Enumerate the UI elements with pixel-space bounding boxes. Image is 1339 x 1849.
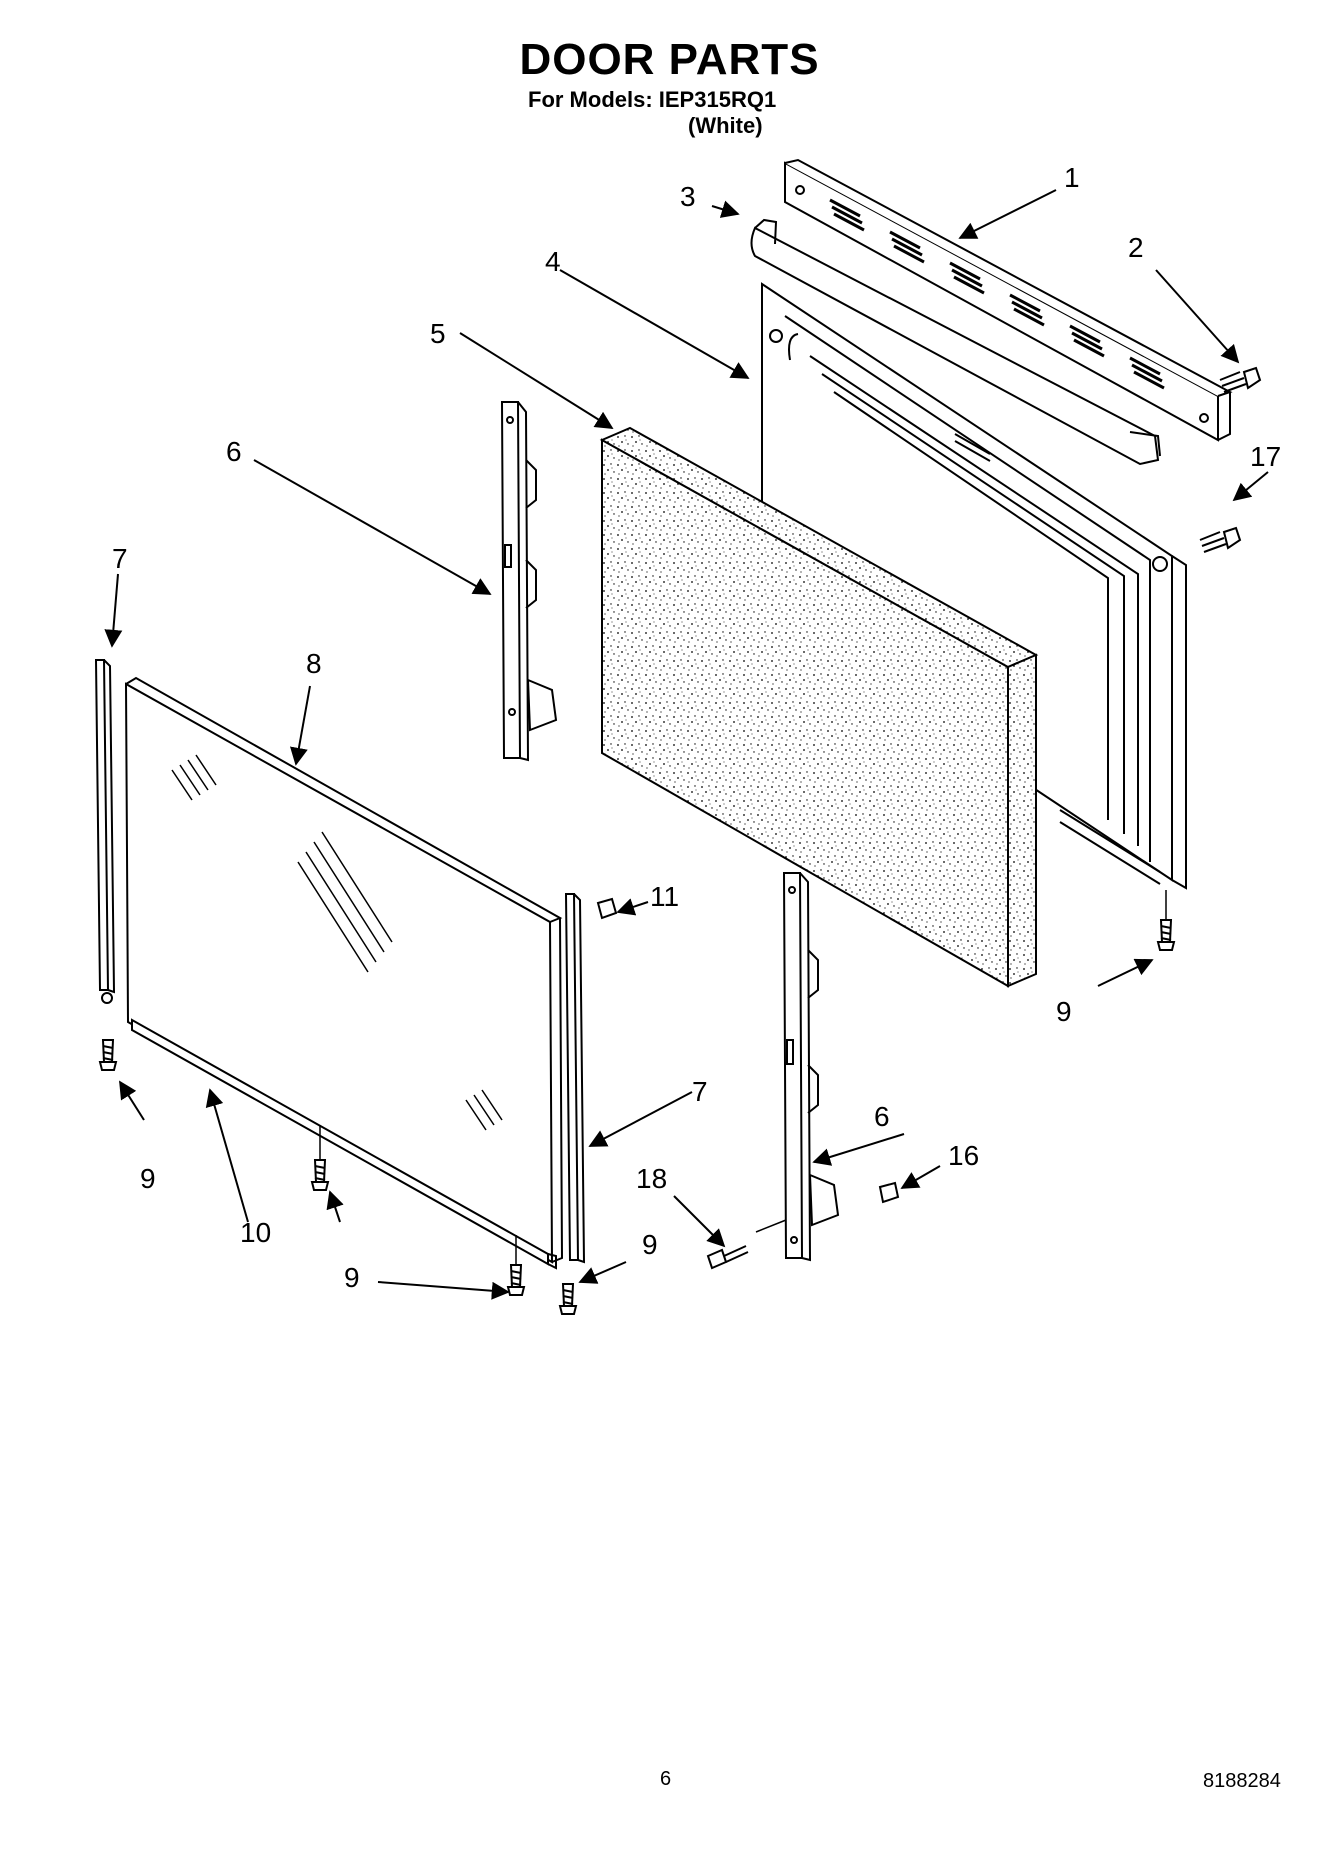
door-liner [761,282,1187,890]
callout-label-8: 8 [306,648,322,679]
callout-label-6: 6 [226,436,242,467]
callout-label-17: 17 [1250,441,1281,472]
bottom-glass-trim [131,1018,557,1270]
models-line: For Models: IEP315RQ1 [528,87,777,112]
callout-label-16: 16 [948,1140,979,1171]
screw-9-group [98,919,1176,1315]
callout-label-7: 7 [692,1076,708,1107]
callout-label-6: 6 [874,1101,890,1132]
callout-label-18: 18 [636,1163,667,1194]
screw-17 [1199,526,1242,553]
callout-label-11: 11 [650,881,679,912]
spring-clip [596,897,618,920]
callout-label-3: 3 [680,181,696,212]
callout-label-4: 4 [545,246,561,277]
screw-18 [706,1245,749,1270]
door-channel-right [782,872,840,1262]
callout-label-9: 9 [140,1163,156,1194]
callout-label-1: 1 [1064,162,1080,193]
door-channel-left [500,401,558,762]
callout-label-9: 9 [1056,996,1072,1027]
callout-label-9: 9 [344,1262,360,1293]
callout-label-7: 7 [112,543,128,574]
callout-label-5: 5 [430,318,446,349]
door-stop-clip [878,1181,900,1204]
insulation-batt [599,426,1039,988]
glass-trim-left [94,659,116,1004]
callout-arrows [104,189,1269,1300]
page-number: 6 [660,1768,672,1790]
document-number: 8188284 [1203,1770,1281,1792]
callout-label-10: 10 [240,1217,271,1248]
color-variant: (White) [688,113,763,138]
outer-glass [124,676,564,1264]
vent-trim [784,158,1233,442]
screw [1219,366,1262,393]
screw-9 [558,1283,578,1315]
door-handle [750,218,1161,466]
callout-label-9: 9 [642,1229,658,1260]
screw-9 [98,1039,118,1071]
callout-labels: 1 2 3 4 5 6 6 7 7 8 9 9 9 9 10 11 16 17 … [112,162,1281,1293]
glass-trim-right [564,893,586,1264]
screw-9 [506,1264,526,1296]
callout-label-2: 2 [1128,232,1144,263]
screw-9 [310,1159,330,1191]
screw-9 [1156,919,1176,951]
page-title: DOOR PARTS [519,35,820,84]
